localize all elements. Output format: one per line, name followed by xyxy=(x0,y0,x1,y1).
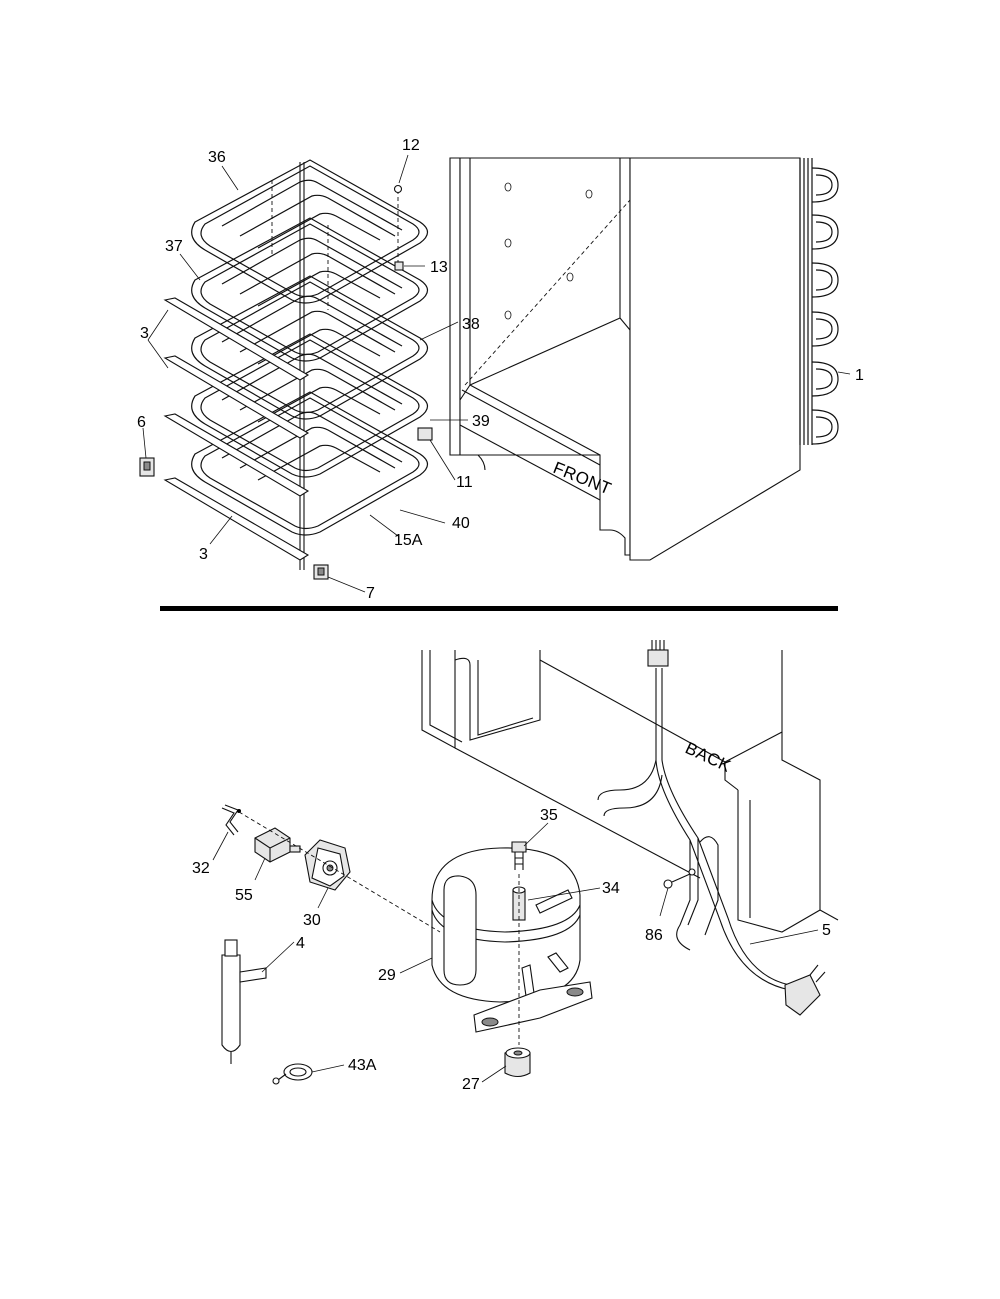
callout-15A: 15A xyxy=(394,532,423,549)
callout-36: 36 xyxy=(208,149,226,166)
callout-11: 11 xyxy=(456,474,473,491)
callout-34: 34 xyxy=(602,880,620,897)
drier-4 xyxy=(221,939,267,1064)
condenser-coil xyxy=(799,158,839,445)
callout-3-upper: 3 xyxy=(140,325,149,342)
evaporator-shelves xyxy=(191,159,429,570)
clip-32 xyxy=(221,804,241,836)
leader-lines-top xyxy=(142,154,851,593)
callout-43A: 43A xyxy=(348,1057,377,1074)
callout-32: 32 xyxy=(192,860,210,877)
section-divider xyxy=(160,606,838,611)
shelf-rails xyxy=(163,297,310,561)
callout-7: 7 xyxy=(366,585,375,602)
cabinet-back xyxy=(421,650,839,933)
bracket-13 xyxy=(394,261,404,271)
callouts-bottom: 35 34 32 55 30 86 5 4 29 43A 27 xyxy=(192,807,831,1093)
callout-6: 6 xyxy=(137,414,146,431)
clamp-43A xyxy=(272,1063,313,1085)
cabinet-shell xyxy=(449,157,801,561)
callout-39: 39 xyxy=(472,413,490,430)
power-cord xyxy=(597,640,826,1016)
compressor xyxy=(431,847,593,1033)
callout-55: 55 xyxy=(235,887,253,904)
callout-35: 35 xyxy=(540,807,558,824)
overload-55 xyxy=(254,827,301,863)
screw-12 xyxy=(393,184,403,194)
leader-lines-bottom xyxy=(212,822,819,1083)
callout-27: 27 xyxy=(462,1076,480,1093)
callout-40: 40 xyxy=(452,515,470,532)
callout-30: 30 xyxy=(303,912,321,929)
clip-7 xyxy=(313,564,329,580)
callout-86: 86 xyxy=(645,927,663,944)
callout-3-lower: 3 xyxy=(199,546,208,563)
callout-1: 1 xyxy=(855,367,864,384)
callout-38: 38 xyxy=(462,316,480,333)
clip-6 xyxy=(139,457,155,477)
top-section: FRONT xyxy=(137,137,864,602)
callouts-top: 36 12 37 13 3 38 1 6 39 11 40 15A 3 7 xyxy=(137,137,864,602)
bottom-section: BACK xyxy=(192,640,839,1093)
callout-13: 13 xyxy=(430,259,448,276)
grommet-27 xyxy=(504,1047,531,1078)
bolt-35 xyxy=(511,841,527,870)
clip-11 xyxy=(417,427,433,441)
back-label: BACK xyxy=(682,738,734,776)
callout-12: 12 xyxy=(402,137,420,154)
callout-5: 5 xyxy=(822,922,831,939)
relay-30 xyxy=(304,839,351,891)
callout-4: 4 xyxy=(296,935,305,952)
callout-37: 37 xyxy=(165,238,183,255)
callout-29: 29 xyxy=(378,967,396,984)
